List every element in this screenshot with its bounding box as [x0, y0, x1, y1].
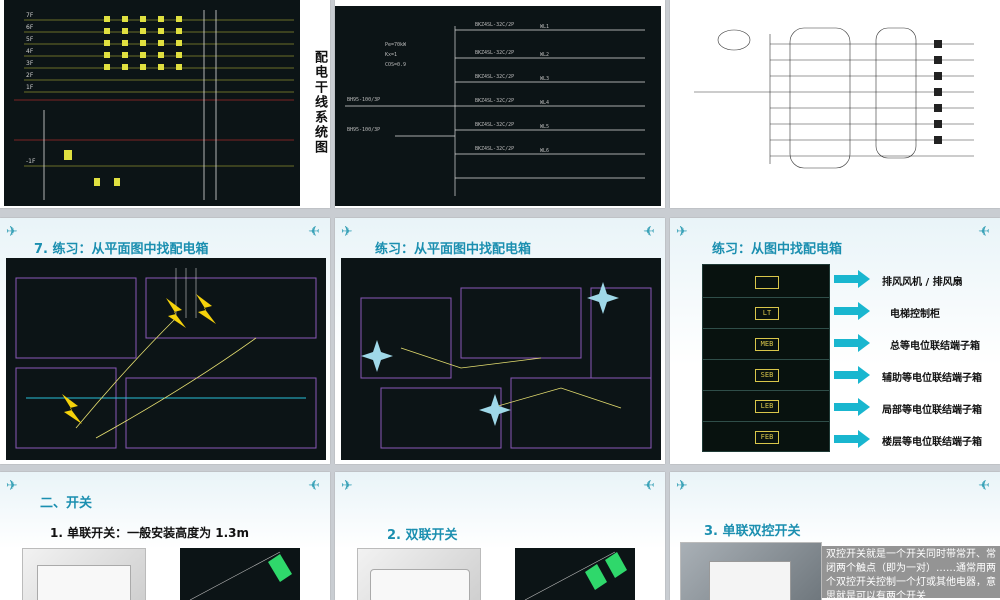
- symbol-row-leb: LEB: [703, 391, 829, 422]
- cad-floor-plan: [341, 258, 661, 460]
- arrow-right-icon: [834, 430, 870, 448]
- bird-logo-icon: ✈: [676, 224, 688, 240]
- switch-plate: [709, 561, 791, 600]
- floor-label-2f: 2F: [26, 72, 34, 79]
- svg-text:BKZ4SL-32C/2P: BKZ4SL-32C/2P: [475, 22, 514, 28]
- symbol-tag-meb: MEB: [755, 338, 779, 351]
- riser-title: 配电干线系统图: [312, 50, 327, 155]
- slide-title: 练习：从图中找配电箱: [712, 242, 843, 257]
- slide-title: 2. 双联开关: [387, 528, 458, 543]
- svg-text:WL1: WL1: [540, 24, 549, 30]
- bird-logo-icon: ✈: [6, 478, 18, 494]
- slide-thumb-6[interactable]: ✈ ✈ 练习：从图中找配电箱 LT MEB SEB LEB FEB 排风风机 /…: [670, 218, 1000, 464]
- symbol-row-seb: SEB: [703, 360, 829, 391]
- svg-text:COS=0.9: COS=0.9: [385, 62, 406, 68]
- svg-text:WL6: WL6: [540, 148, 549, 154]
- symbol-label-lt: 电梯控制柜: [890, 309, 940, 320]
- bird-logo-icon: ✈: [676, 478, 688, 494]
- double-switch-photo: [357, 548, 481, 600]
- slide-title: 3. 单联双控开关: [704, 524, 801, 539]
- svg-text:BKZ4SL-32C/2P: BKZ4SL-32C/2P: [475, 50, 514, 56]
- bird-logo-icon: ✈: [978, 224, 990, 240]
- svg-text:BKZ4SL-32C/2P: BKZ4SL-32C/2P: [475, 74, 514, 80]
- svg-text:WL3: WL3: [540, 76, 549, 82]
- bird-logo-icon: ✈: [6, 224, 18, 240]
- bird-logo-icon: ✈: [643, 224, 655, 240]
- switch-plate: [370, 569, 470, 600]
- arrow-right-icon: [834, 398, 870, 416]
- symbol-tag-seb: SEB: [755, 369, 779, 382]
- floor-label-7f: 7F: [26, 12, 34, 19]
- cad-floor-plan: [6, 258, 326, 460]
- two-way-switch-photo: [680, 542, 822, 600]
- symbol-row-meb: MEB: [703, 329, 829, 360]
- cad-riser-diagram: 7F 6F 5F 4F 3F 2F 1F -1F: [4, 0, 300, 206]
- floor-label-3f: 3F: [26, 60, 34, 67]
- arrow-right-icon: [834, 302, 870, 320]
- switch-symbol-lines: [189, 551, 292, 600]
- svg-text:BH95-100/3P: BH95-100/3P: [347, 127, 380, 133]
- svg-text:BKZ4SL-32C/2P: BKZ4SL-32C/2P: [475, 146, 514, 152]
- distribution-symbol-panel: LT MEB SEB LEB FEB: [702, 264, 830, 452]
- symbol-label-meb: 总等电位联结端子箱: [890, 341, 980, 352]
- double-switch-symbol: [515, 548, 635, 600]
- symbol-label-fan: 排风风机 / 排风扇: [882, 277, 963, 288]
- symbol-tag-feb: FEB: [755, 431, 779, 444]
- section-title: 二、开关: [40, 496, 93, 511]
- floor-label-b1: -1F: [26, 158, 36, 165]
- bird-logo-icon: ✈: [341, 224, 353, 240]
- single-switch-symbol: [180, 548, 300, 600]
- svg-text:BKZ4SL-32C/2P: BKZ4SL-32C/2P: [475, 122, 514, 128]
- arrow-right-icon: [834, 366, 870, 384]
- slide-thumb-7[interactable]: ✈ ✈ 二、开关 1. 单联开关：一般安装高度为 1.3m: [0, 472, 330, 600]
- single-switch-photo: [22, 548, 146, 600]
- symbol-row-feb: FEB: [703, 422, 829, 452]
- symbol-tag-fan: [755, 276, 779, 289]
- symbol-label-feb: 楼层等电位联结端子箱: [882, 437, 982, 448]
- symbol-tag-lt: LT: [755, 307, 779, 320]
- svg-text:WL5: WL5: [540, 124, 549, 130]
- floor-plan-lines: [15, 268, 317, 449]
- svg-text:BH95-100/3P: BH95-100/3P: [347, 97, 380, 103]
- bird-logo-icon: ✈: [341, 478, 353, 494]
- two-way-switch-description: 双控开关就是一个开关同时带常开、常闭两个触点（即为一对）……通常用两个双控开关控…: [822, 546, 1000, 598]
- slide-thumb-1[interactable]: 7F 6F 5F 4F 3F 2F 1F -1F 配电干线系统图: [0, 0, 330, 208]
- slide-title: 练习：从平面图中找配电箱: [375, 242, 532, 257]
- slide-thumb-4[interactable]: ✈ ✈ 7. 练习：从平面图中找配电箱: [0, 218, 330, 464]
- symbol-row-lt: LT: [703, 298, 829, 329]
- symbol-label-seb: 辅助等电位联结端子箱: [882, 373, 982, 384]
- floor-plan-lines: [360, 282, 652, 449]
- floor-label-6f: 6F: [26, 24, 34, 31]
- svg-text:BKZ4SL-32C/2P: BKZ4SL-32C/2P: [475, 98, 514, 104]
- svg-text:WL2: WL2: [540, 52, 549, 58]
- slide-thumb-8[interactable]: ✈ ✈ 2. 双联开关: [335, 472, 665, 600]
- arrow-right-icon: [834, 334, 870, 352]
- floor-label-1f: 1F: [26, 84, 34, 91]
- switch-plate: [37, 565, 131, 600]
- svg-text:WL4: WL4: [540, 100, 549, 106]
- switch-subtitle: 1. 单联开关：一般安装高度为 1.3m: [50, 526, 250, 540]
- slide-thumb-3[interactable]: [670, 0, 1000, 208]
- floor-label-5f: 5F: [26, 36, 34, 43]
- arrow-right-icon: [834, 270, 870, 288]
- symbol-tag-leb: LEB: [755, 400, 779, 413]
- svg-text:Kx=1: Kx=1: [385, 52, 397, 58]
- floor-label-4f: 4F: [26, 48, 34, 55]
- symbol-label-leb: 局部等电位联结端子箱: [882, 405, 982, 416]
- symbol-row-fan: [703, 267, 829, 298]
- bird-logo-icon: ✈: [308, 478, 320, 494]
- schematic-legend-diagram: [694, 27, 974, 169]
- bird-logo-icon: ✈: [978, 478, 990, 494]
- slide-title: 7. 练习：从平面图中找配电箱: [34, 242, 209, 257]
- distribution-diagram-lines: BH95-100/3P BH95-100/3P Pe=70kW Kx=1COS=0.…: [345, 22, 645, 196]
- bird-logo-icon: ✈: [643, 478, 655, 494]
- bird-logo-icon: ✈: [308, 224, 320, 240]
- riser-diagram-lines: [14, 10, 294, 200]
- slide-thumb-5[interactable]: ✈ ✈ 练习：从平面图中找配电箱: [335, 218, 665, 464]
- slide-thumb-9[interactable]: ✈ ✈ 3. 单联双控开关 双控开关就是一个开关同时带常开、常闭两个触点（即为一…: [670, 472, 1000, 600]
- switch-symbol-lines: [524, 551, 627, 600]
- svg-text:Pe=70kW: Pe=70kW: [385, 42, 407, 48]
